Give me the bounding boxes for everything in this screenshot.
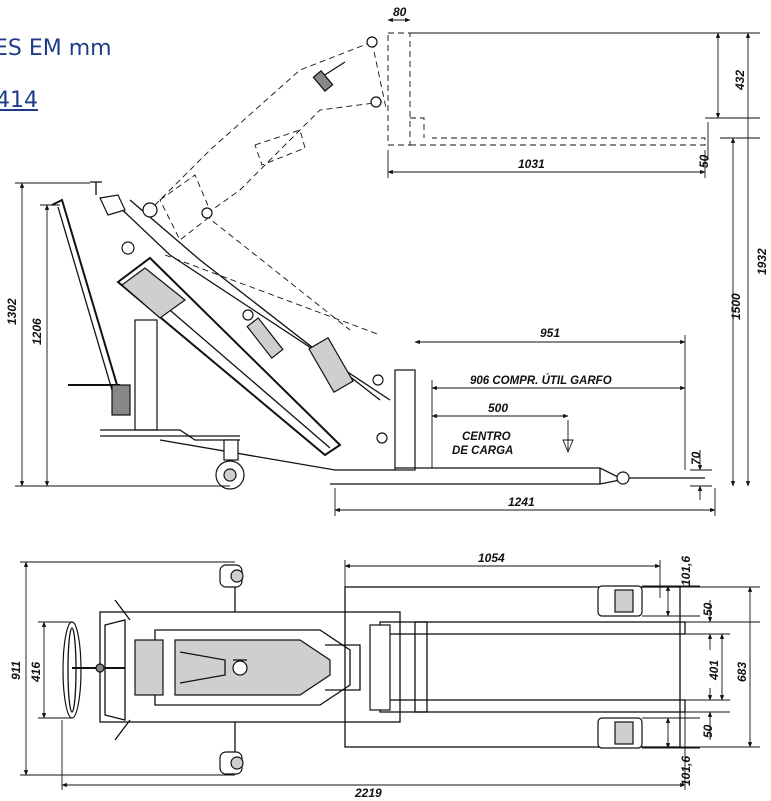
dim-1500: 1500: [729, 293, 743, 320]
dim-911: 911: [9, 661, 23, 680]
dim-1241: 1241: [508, 495, 535, 509]
dim-1932: 1932: [755, 248, 769, 275]
dim-101-6-top: 101,6: [679, 556, 693, 586]
page-title: ES EM mm: [0, 36, 112, 61]
dim-1054: 1054: [478, 551, 505, 565]
raised-mast-outline: [154, 36, 387, 336]
center-label-1: CENTRO: [462, 431, 511, 443]
dim-50-top: 50: [701, 602, 715, 616]
dim-432: 432: [733, 70, 747, 91]
top-view: 1054 101,6 50 401 683 50: [9, 551, 760, 800]
dim-1302: 1302: [5, 298, 19, 325]
lifter-frame: [51, 181, 705, 490]
dim-101-6-bottom: 101,6: [679, 756, 693, 786]
dim-951: 951: [540, 326, 560, 340]
dim-70: 70: [689, 451, 703, 465]
dim-50-side: 50: [697, 154, 711, 168]
dim-1031: 1031: [518, 157, 545, 171]
fork-carriage-outline: [344, 586, 681, 748]
dim-500: 500: [488, 401, 508, 415]
dim-416: 416: [29, 662, 43, 683]
side-view: 80 432 50 1031 1932 1500 1302: [5, 5, 769, 516]
dim-1206: 1206: [30, 318, 44, 345]
dim-80: 80: [393, 5, 407, 19]
dim-50-bottom: 50: [701, 724, 715, 738]
model-link[interactable]: 414: [0, 88, 38, 113]
dim-906-label: 906 COMPR. ÚTIL GARFO: [470, 374, 612, 387]
center-label-2: DE CARGA: [452, 445, 513, 457]
top-view-dimensions: 1054 101,6 50 401 683 50: [9, 551, 760, 800]
dim-2219: 2219: [354, 786, 382, 800]
raised-forks-outline: [387, 32, 760, 146]
side-view-dimensions: 80 432 50 1031 1932 1500 1302: [5, 5, 769, 516]
dim-401: 401: [707, 660, 721, 681]
dim-683: 683: [735, 662, 749, 682]
